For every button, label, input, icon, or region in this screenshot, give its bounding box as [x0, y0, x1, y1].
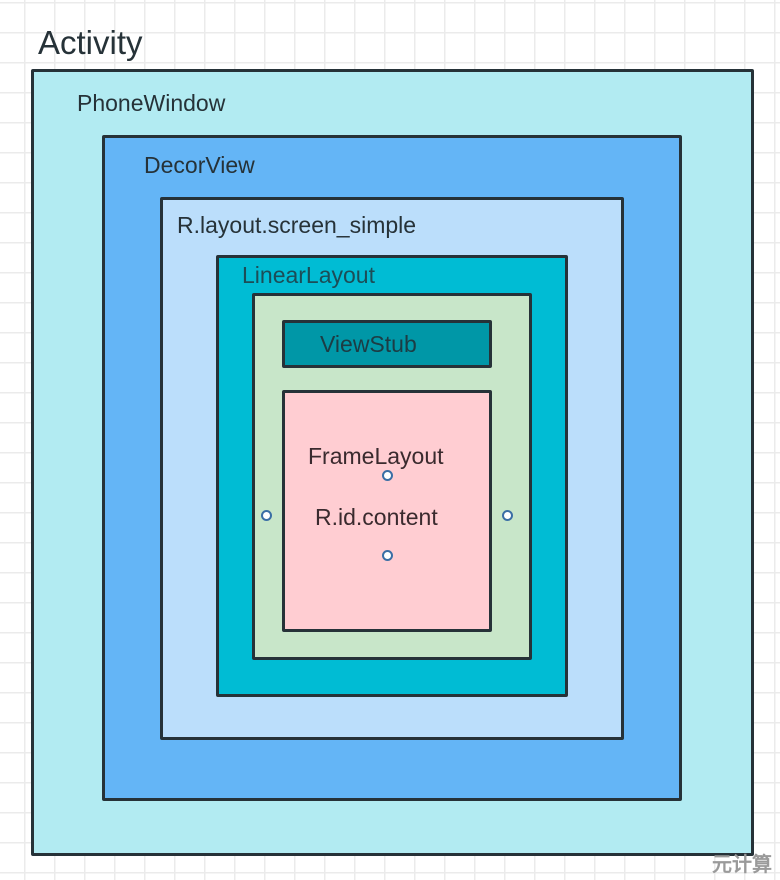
right-resize-handle[interactable]: [502, 510, 513, 521]
bottom-resize-handle[interactable]: [382, 550, 393, 561]
screen-simple-label: R.layout.screen_simple: [177, 212, 417, 238]
linear-layout-label: LinearLayout: [242, 262, 375, 288]
activity-title: Activity: [38, 24, 143, 61]
decor-view-label: DecorView: [144, 152, 255, 178]
phone-window-label: PhoneWindow: [77, 90, 226, 116]
content-id-label: R.id.content: [315, 504, 438, 530]
view-stub-label: ViewStub: [320, 331, 417, 357]
left-resize-handle[interactable]: [261, 510, 272, 521]
watermark: 元计算: [712, 854, 772, 876]
view-stub-box: [282, 320, 492, 368]
frame-layout-box: [282, 390, 492, 632]
top-resize-handle[interactable]: [382, 470, 393, 481]
frame-layout-label: FrameLayout: [308, 443, 444, 469]
